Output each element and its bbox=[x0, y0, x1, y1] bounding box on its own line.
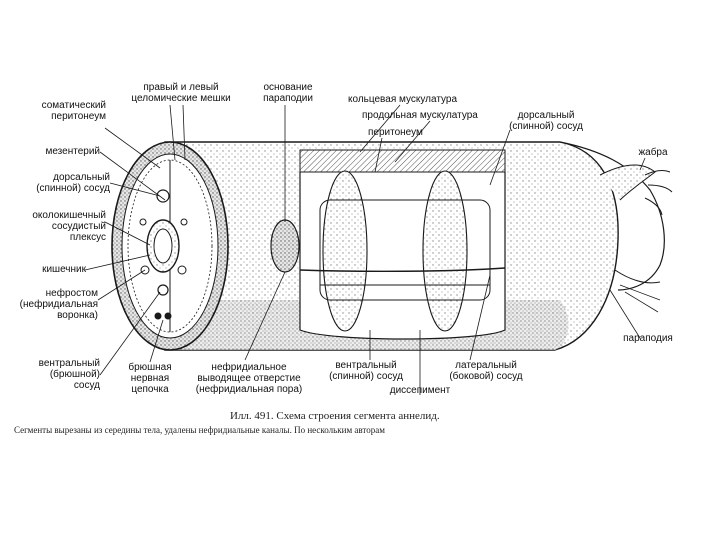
label-dorsal-vessel-right: дорсальный (спинной) сосуд bbox=[509, 110, 583, 132]
label-nephridial-pore: нефридиальное выводящее отверстие (нефри… bbox=[195, 362, 303, 395]
label-ventral-nerve-chain: брюшная нервная цепочка bbox=[128, 362, 172, 395]
label-longitudinal-muscles: продольная мускулатура bbox=[362, 110, 478, 121]
label-lateral-vessel: латеральный (боковой) сосуд bbox=[449, 360, 523, 382]
label-perienteric-plexus: околокишечный сосудистый плексус bbox=[32, 210, 106, 243]
label-gill: жабра bbox=[638, 147, 668, 158]
label-dissepiment: диссепимент bbox=[389, 385, 451, 396]
label-mesentery: мезентерий bbox=[45, 146, 100, 157]
leader-lines bbox=[84, 104, 646, 395]
label-coelomic-sacs: правый и левый целомические мешки bbox=[131, 82, 231, 104]
label-intestine: кишечник bbox=[42, 264, 86, 275]
label-parapodium-base: основание параподии bbox=[263, 82, 313, 104]
figure-caption-title: Илл. 491. Схема строения сегмента аннели… bbox=[230, 410, 440, 422]
label-dorsal-vessel-left: дорсальный (спинной) сосуд bbox=[36, 172, 110, 194]
figure-caption-subtitle: Сегменты вырезаны из середины тела, удал… bbox=[14, 425, 385, 435]
cross-section bbox=[111, 141, 229, 351]
label-ventral-vessel-left: вентральный (брюшной) сосуд bbox=[38, 358, 100, 391]
label-ventral-vessel-bottom: вентральный (спинной) сосуд bbox=[329, 360, 403, 382]
body-tube bbox=[164, 141, 619, 351]
posterior-tail bbox=[559, 141, 673, 313]
label-circular-muscles: кольцевая мускулатура bbox=[348, 94, 458, 105]
label-somatic-peritoneum: соматический перитонеум bbox=[41, 100, 106, 122]
label-peritoneum: перитонеум bbox=[368, 127, 423, 138]
label-nephrostome: нефростом (нефридиальная воронка) bbox=[19, 288, 98, 321]
label-parapodium: параподия bbox=[623, 333, 673, 344]
